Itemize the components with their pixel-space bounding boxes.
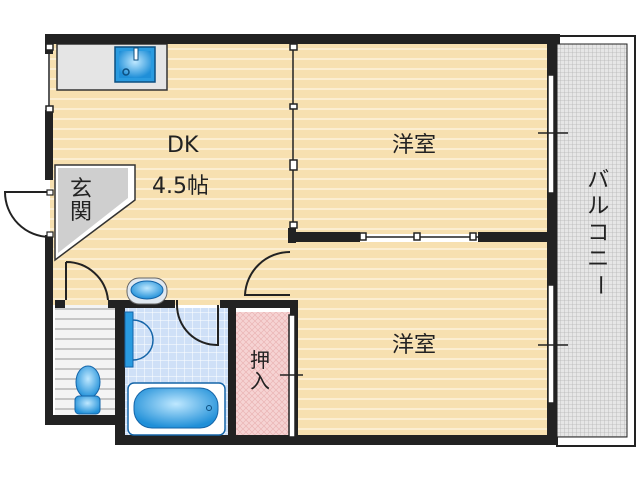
kitchen-counter <box>56 43 168 91</box>
partition-sliding-doors <box>45 43 478 241</box>
closet-char-1: 押 <box>250 348 270 372</box>
entrance-area <box>54 164 136 262</box>
balcony <box>556 35 636 447</box>
dk-label: DK <box>167 133 199 158</box>
closet-char-2: 入 <box>250 369 270 393</box>
room2-floor <box>295 242 552 440</box>
balcony-char-4: ニ <box>587 247 610 273</box>
bathtub <box>127 382 226 436</box>
balcony-label: バ ル コ ニ ー <box>585 168 611 296</box>
balcony-char-2: ル <box>587 194 610 220</box>
toilet <box>74 365 101 415</box>
dk-size-label: 4.5帖 <box>152 174 209 199</box>
balcony-char-3: コ <box>587 220 610 246</box>
balcony-char-1: バ <box>587 168 610 193</box>
windows <box>280 74 568 438</box>
washbasin <box>126 277 168 305</box>
entrance-char-1: 玄 <box>70 177 93 202</box>
shower <box>124 311 154 368</box>
closet-floor <box>234 312 292 440</box>
closet-label: 押 入 <box>250 350 270 392</box>
doors <box>3 189 291 347</box>
entrance-char-2: 関 <box>70 200 93 226</box>
entrance-label: 玄 関 <box>70 178 92 224</box>
western-room-2-label: 洋室 <box>392 333 437 358</box>
western-room-1-label: 洋室 <box>392 133 437 158</box>
room1-floor <box>295 40 552 238</box>
balcony-char-5: ー <box>586 273 612 296</box>
